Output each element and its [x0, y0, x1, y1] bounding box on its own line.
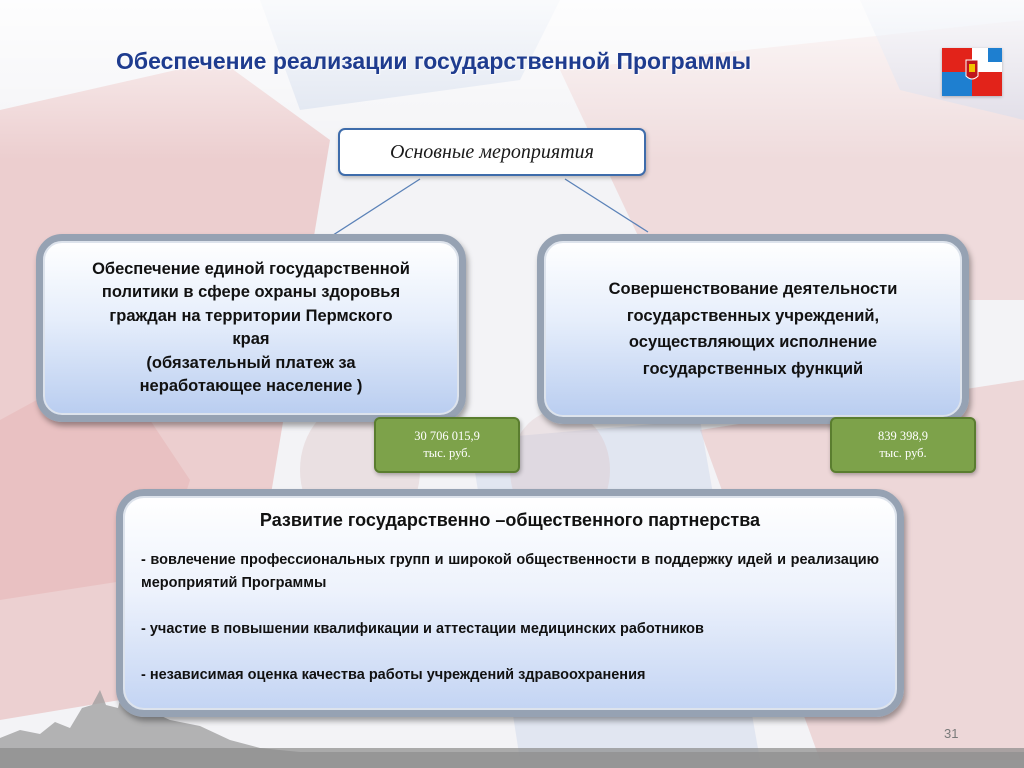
partnership-box: Развитие государственно –общественного п…	[116, 489, 904, 717]
unified-policy-text: Обеспечение единой государственной полит…	[92, 258, 410, 399]
unified-policy-line: (обязательный платеж за	[146, 353, 356, 372]
unified-policy-line: края	[232, 330, 270, 348]
institutions-improvement-text: Совершенствование деятельности государст…	[609, 276, 898, 382]
unified-policy-line: неработающее население )	[139, 377, 363, 395]
page-number: 31	[944, 726, 959, 741]
institutions-improvement-box: Совершенствование деятельности государст…	[537, 234, 969, 424]
right-amount-badge: 839 398,9 тыс. руб.	[830, 417, 976, 473]
partnership-item: - независимая оценка качества работы учр…	[141, 667, 646, 683]
perm-krai-flag-icon	[942, 48, 1002, 96]
institutions-improvement-line: государственных функций	[642, 359, 864, 378]
left-amount-value: 30 706 015,9	[414, 429, 480, 443]
right-amount-value: 839 398,9	[878, 429, 928, 443]
unified-policy-line: граждан на территории Пермского	[109, 306, 393, 325]
unified-policy-line: Обеспечение единой государственной	[92, 259, 410, 278]
unified-policy-line: политики в сфере охраны здоровья	[101, 283, 401, 301]
institutions-improvement-line: Совершенствование деятельности	[608, 280, 898, 298]
partnership-item: - вовлечение профессиональных групп и ши…	[141, 552, 879, 591]
partnership-title: Развитие государственно –общественного п…	[259, 510, 761, 530]
institutions-improvement-line: государственных учреждений,	[626, 306, 880, 325]
slide-title: Обеспечение реализации государственной П…	[116, 48, 752, 74]
main-activities-box: Основные мероприятия	[338, 128, 646, 176]
main-activities-label: Основные мероприятия	[390, 140, 594, 163]
partnership-item: - участие в повышении квалификации и атт…	[141, 621, 704, 637]
unified-policy-box: Обеспечение единой государственной полит…	[36, 234, 466, 422]
right-amount-unit: тыс. руб.	[879, 446, 927, 460]
institutions-improvement-line: осуществляющих исполнение	[628, 333, 878, 351]
left-amount-unit: тыс. руб.	[423, 446, 471, 460]
left-amount-badge: 30 706 015,9 тыс. руб.	[374, 417, 520, 473]
